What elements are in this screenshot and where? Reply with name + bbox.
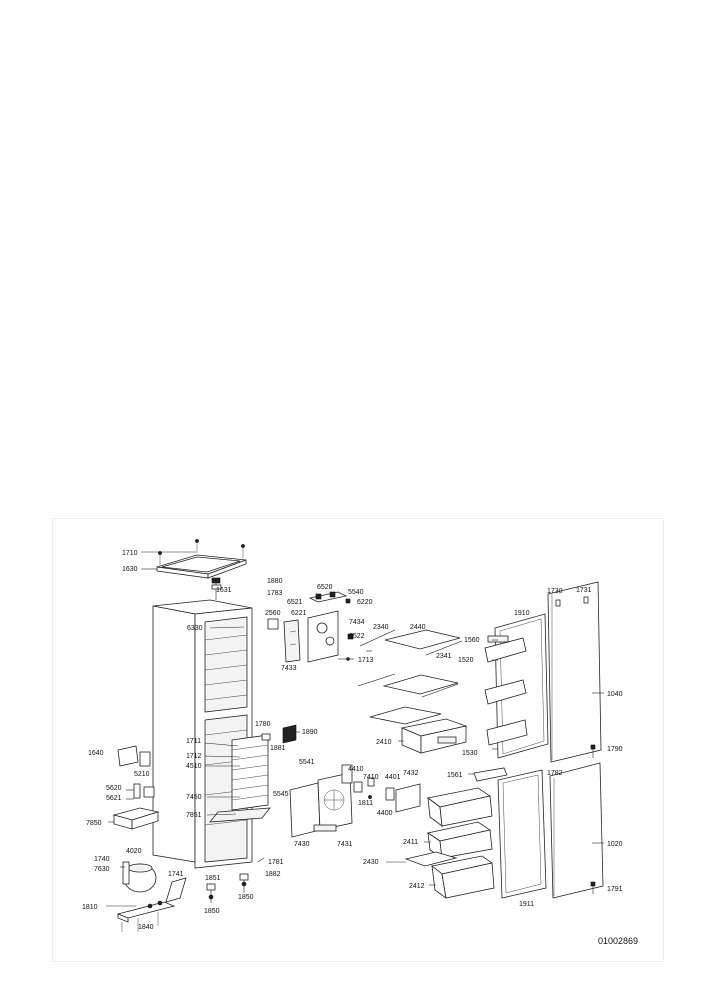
freezer-drawers [404, 787, 495, 899]
label-7434: 7434 [349, 619, 365, 626]
label-1811: 1811 [358, 800, 373, 807]
label-4401: 4401 [385, 774, 401, 781]
label-7630: 7630 [94, 866, 110, 873]
label-1851: 1851 [205, 875, 221, 882]
air-filter [261, 724, 300, 744]
part-labels: 1710 1630 1631 1880 1783 6520 5540 6220 … [82, 550, 623, 931]
lamp-switch-parts [117, 745, 155, 800]
compressor-assembly [106, 807, 187, 932]
label-1731: 1731 [576, 587, 592, 594]
document-number: 01002869 [598, 936, 638, 946]
label-4410: 4410 [348, 766, 364, 773]
label-4400: 4400 [377, 810, 393, 817]
label-2340: 2340 [373, 624, 389, 631]
label-1040: 1040 [607, 691, 623, 698]
label-5541: 5541 [299, 759, 315, 766]
label-7851: 7851 [186, 812, 202, 819]
label-5210: 5210 [134, 771, 150, 778]
label-2411: 2411 [403, 839, 418, 846]
label-1561: 1561 [447, 772, 463, 779]
label-1850: 1850 [204, 908, 220, 915]
label-6330: 6330 [187, 625, 203, 632]
label-6221: 6221 [291, 610, 307, 617]
evaporator-rack [209, 734, 271, 823]
label-1780: 1780 [255, 721, 271, 728]
label-1630: 1630 [122, 566, 138, 573]
label-1530: 1530 [462, 750, 478, 757]
label-2440: 2440 [410, 624, 426, 631]
label-1560: 1560 [464, 637, 480, 644]
label-1850-b: 1850 [238, 894, 254, 901]
label-1791: 1791 [607, 886, 623, 893]
label-6521: 6521 [287, 599, 303, 606]
label-1782: 1782 [547, 770, 563, 777]
label-6220: 6220 [357, 599, 373, 606]
label-6522: 6522 [349, 633, 365, 640]
label-1781: 1781 [268, 859, 284, 866]
label-5620: 5620 [106, 785, 122, 792]
label-1890: 1890 [302, 729, 318, 736]
label-1740: 1740 [94, 856, 110, 863]
glass-shelves [357, 629, 468, 754]
label-7432: 7432 [403, 770, 419, 777]
label-2412: 2412 [409, 883, 425, 890]
label-1730: 1730 [547, 588, 563, 595]
label-7450: 7450 [186, 794, 202, 801]
label-1713: 1713 [358, 657, 374, 664]
label-2341: 2341 [436, 653, 452, 660]
label-4510: 4510 [186, 763, 202, 770]
label-5545: 5545 [273, 791, 289, 798]
label-1711: 1711 [186, 738, 201, 745]
leader-lines [108, 626, 604, 886]
top-cover [141, 539, 247, 579]
label-2410: 2410 [376, 739, 392, 746]
label-2430: 2430 [363, 859, 379, 866]
label-1790: 1790 [607, 746, 623, 753]
label-2560: 2560 [265, 610, 281, 617]
fan-housing [289, 764, 421, 838]
label-1741: 1741 [168, 871, 184, 878]
label-1631: 1631 [216, 587, 232, 594]
label-7431: 7431 [337, 841, 353, 848]
label-1880: 1880 [267, 578, 283, 585]
label-1783: 1783 [267, 590, 283, 597]
label-7850: 7850 [86, 820, 102, 827]
upper-door [484, 581, 602, 763]
label-1020: 1020 [607, 841, 623, 848]
label-7433: 7433 [281, 665, 297, 672]
label-5621: 5621 [106, 795, 122, 802]
top-control-unit [267, 591, 354, 663]
label-4020: 4020 [126, 848, 142, 855]
leveling-feet [206, 857, 265, 903]
label-5540: 5540 [348, 589, 364, 596]
label-1810: 1810 [82, 904, 98, 911]
lower-door [473, 762, 604, 899]
cabinet-body [152, 577, 253, 869]
label-7410: 7410 [363, 774, 379, 781]
label-1911: 1911 [519, 901, 534, 908]
label-1640: 1640 [88, 750, 104, 757]
label-6520: 6520 [317, 584, 333, 591]
label-7430: 7430 [294, 841, 310, 848]
label-1882: 1882 [265, 871, 281, 878]
label-1910: 1910 [514, 610, 530, 617]
label-1520: 1520 [458, 657, 474, 664]
label-1881: 1881 [270, 745, 286, 752]
label-1712: 1712 [186, 753, 202, 760]
label-1710: 1710 [122, 550, 138, 557]
label-1840: 1840 [138, 924, 154, 931]
